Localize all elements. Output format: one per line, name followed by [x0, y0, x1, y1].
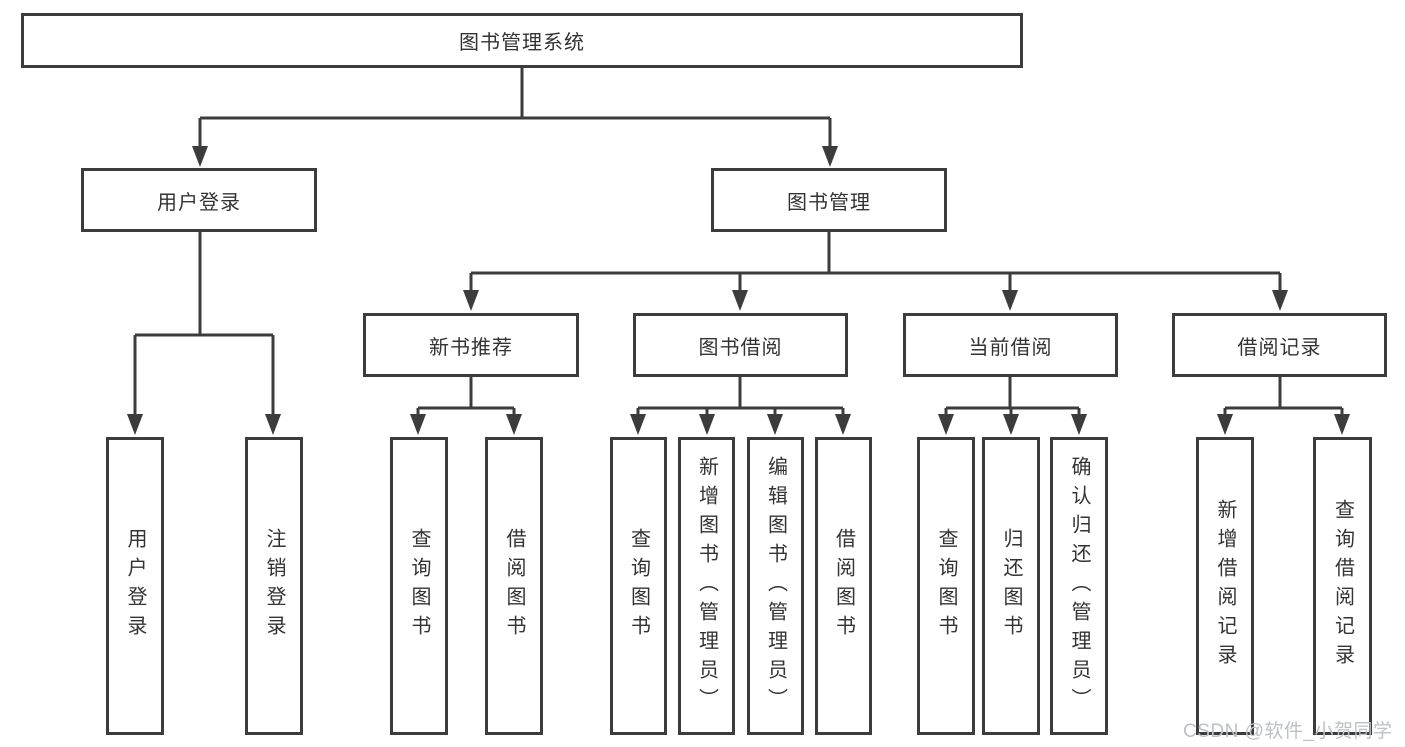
arrow-down-icon	[127, 414, 143, 435]
arrow-down-icon	[699, 414, 715, 435]
leaf-current-return-books-label: 归还图书	[1000, 528, 1022, 644]
arrow-down-icon	[822, 146, 838, 167]
arrow-down-icon	[1071, 414, 1087, 435]
leaf-borrow-query-books: 查询图书	[610, 437, 667, 735]
arrow-down-icon	[835, 414, 851, 435]
leaf-borrow-add-books-admin: 新增图书（管理员）	[678, 437, 735, 735]
leaf-current-confirm-return-admin-label: 确认归还（管理员）	[1068, 455, 1090, 717]
leaf-borrow-edit-books-admin-label: 编辑图书（管理员）	[764, 455, 787, 717]
leaf-records-query-record-label: 查询借阅记录	[1331, 499, 1354, 673]
arrow-down-icon	[767, 414, 783, 435]
leaf-current-query-books: 查询图书	[917, 437, 975, 735]
leaf-newbooks-query-books-label: 查询图书	[408, 528, 430, 644]
node-new-book-recommend-label: 新书推荐	[429, 336, 513, 359]
leaf-newbooks-query-books: 查询图书	[390, 437, 448, 735]
arrow-down-icon	[938, 414, 954, 435]
leaf-borrow-borrow-books-label: 借阅图书	[832, 528, 855, 644]
node-new-book-recommend: 新书推荐	[363, 313, 579, 377]
leaf-current-confirm-return-admin: 确认归还（管理员）	[1050, 437, 1108, 735]
arrow-down-icon	[463, 290, 479, 311]
csdn-watermark: CSDN @软件_小贺同学	[1183, 721, 1393, 742]
arrow-down-icon	[1003, 414, 1019, 435]
arrow-down-icon	[1334, 414, 1350, 435]
arrow-down-icon	[1002, 290, 1018, 311]
node-borrow-records-label: 借阅记录	[1237, 336, 1322, 359]
leaf-user-login: 用户登录	[106, 437, 164, 735]
leaf-borrow-borrow-books: 借阅图书	[815, 437, 872, 735]
connector-current-borrow-to-leaves	[938, 377, 1087, 435]
arrow-down-icon	[1272, 290, 1288, 311]
leaf-newbooks-borrow-books-label: 借阅图书	[503, 528, 525, 644]
connector-new-books-to-leaves	[410, 377, 522, 435]
node-book-borrow: 图书借阅	[633, 313, 848, 377]
leaf-current-return-books: 归还图书	[982, 437, 1040, 735]
node-current-borrow: 当前借阅	[903, 313, 1118, 377]
arrow-down-icon	[410, 414, 426, 435]
arrow-down-icon	[732, 290, 748, 311]
node-current-borrow-label: 当前借阅	[968, 336, 1053, 359]
connector-book-management-to-level3	[463, 232, 1288, 311]
leaf-newbooks-borrow-books: 借阅图书	[485, 437, 543, 735]
node-root-label: 图书管理系统	[459, 32, 585, 54]
leaf-records-add-record: 新增借阅记录	[1196, 437, 1254, 735]
node-book-management-label: 图书管理	[787, 191, 871, 214]
leaf-records-add-record-label: 新增借阅记录	[1214, 499, 1236, 673]
leaf-records-query-record: 查询借阅记录	[1313, 437, 1372, 735]
connector-book-borrow-to-leaves	[630, 377, 851, 435]
leaf-borrow-edit-books-admin: 编辑图书（管理员）	[747, 437, 804, 735]
leaf-logout: 注销登录	[245, 437, 303, 735]
connector-root-to-level2	[192, 68, 838, 167]
arrow-down-icon	[192, 146, 208, 167]
leaf-borrow-query-books-label: 查询图书	[627, 528, 650, 644]
connector-user-login-to-leaves	[127, 232, 281, 435]
arrow-down-icon	[265, 414, 281, 435]
leaf-borrow-add-books-admin-label: 新增图书（管理员）	[695, 455, 718, 717]
leaf-user-login-label: 用户登录	[124, 528, 146, 644]
node-root: 图书管理系统	[21, 13, 1023, 68]
node-book-borrow-label: 图书借阅	[698, 336, 783, 359]
node-user-login: 用户登录	[81, 168, 317, 232]
arrow-down-icon	[1217, 414, 1233, 435]
leaf-current-query-books-label: 查询图书	[935, 528, 957, 644]
connector-borrow-records-to-leaves	[1217, 377, 1350, 435]
arrow-down-icon	[630, 414, 646, 435]
leaf-logout-label: 注销登录	[263, 528, 285, 644]
node-book-management: 图书管理	[711, 168, 947, 232]
node-user-login-label: 用户登录	[157, 191, 241, 214]
node-borrow-records: 借阅记录	[1172, 313, 1387, 377]
arrow-down-icon	[506, 414, 522, 435]
